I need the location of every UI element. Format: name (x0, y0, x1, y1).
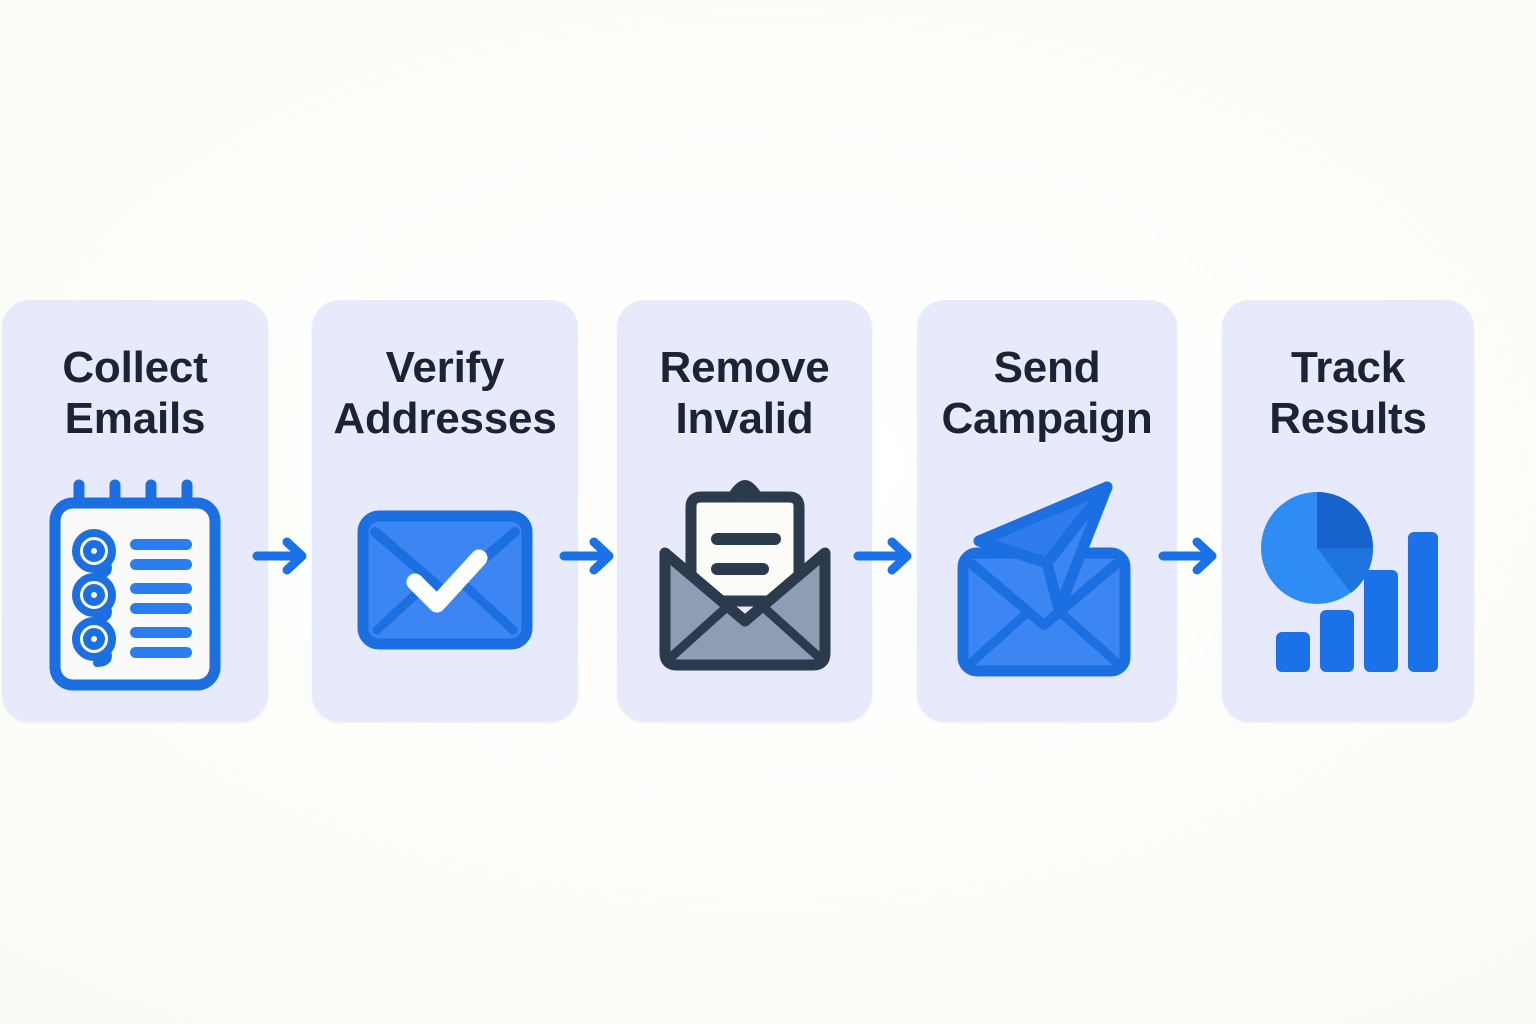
step-card-remove-invalid[interactable]: Remove Invalid (617, 300, 872, 722)
paper-plane-envelope-icon (917, 478, 1177, 678)
step-title-line1: Track (1291, 343, 1405, 392)
step-title-collect-emails: Collect Emails (2, 342, 268, 444)
arrow-right-icon-3 (853, 533, 918, 579)
envelope-check-icon (312, 500, 578, 660)
step-title-line1: Verify (385, 343, 505, 392)
step-title-remove-invalid: Remove Invalid (617, 342, 872, 444)
step-title-line2: Invalid (675, 394, 814, 444)
step-title-line1: Send (993, 343, 1101, 392)
step-title-line2: Campaign (941, 394, 1153, 444)
step-card-send-campaign[interactable]: Send Campaign (917, 300, 1177, 722)
step-card-track-results[interactable]: Track Results (1222, 300, 1474, 722)
step-title-line2: Addresses (333, 394, 557, 444)
step-title-track-results: Track Results (1222, 342, 1474, 444)
step-card-verify-addresses[interactable]: Verify Addresses (312, 300, 578, 722)
step-title-line2: Results (1269, 394, 1427, 444)
step-title-verify-addresses: Verify Addresses (312, 342, 578, 444)
open-envelope-letter-icon (617, 480, 872, 680)
arrow-right-icon-1 (252, 533, 313, 579)
arrow-right-icon-2 (559, 533, 620, 579)
step-title-line1: Collect (62, 343, 208, 392)
step-title-line2: Emails (64, 394, 206, 444)
pie-bar-chart-icon (1222, 490, 1474, 675)
notepad-at-list-icon (2, 479, 268, 691)
arrow-right-icon-4 (1158, 533, 1223, 579)
step-title-send-campaign: Send Campaign (917, 342, 1177, 444)
step-title-line1: Remove (659, 343, 830, 392)
step-card-collect-emails[interactable]: Collect Emails (2, 300, 268, 722)
